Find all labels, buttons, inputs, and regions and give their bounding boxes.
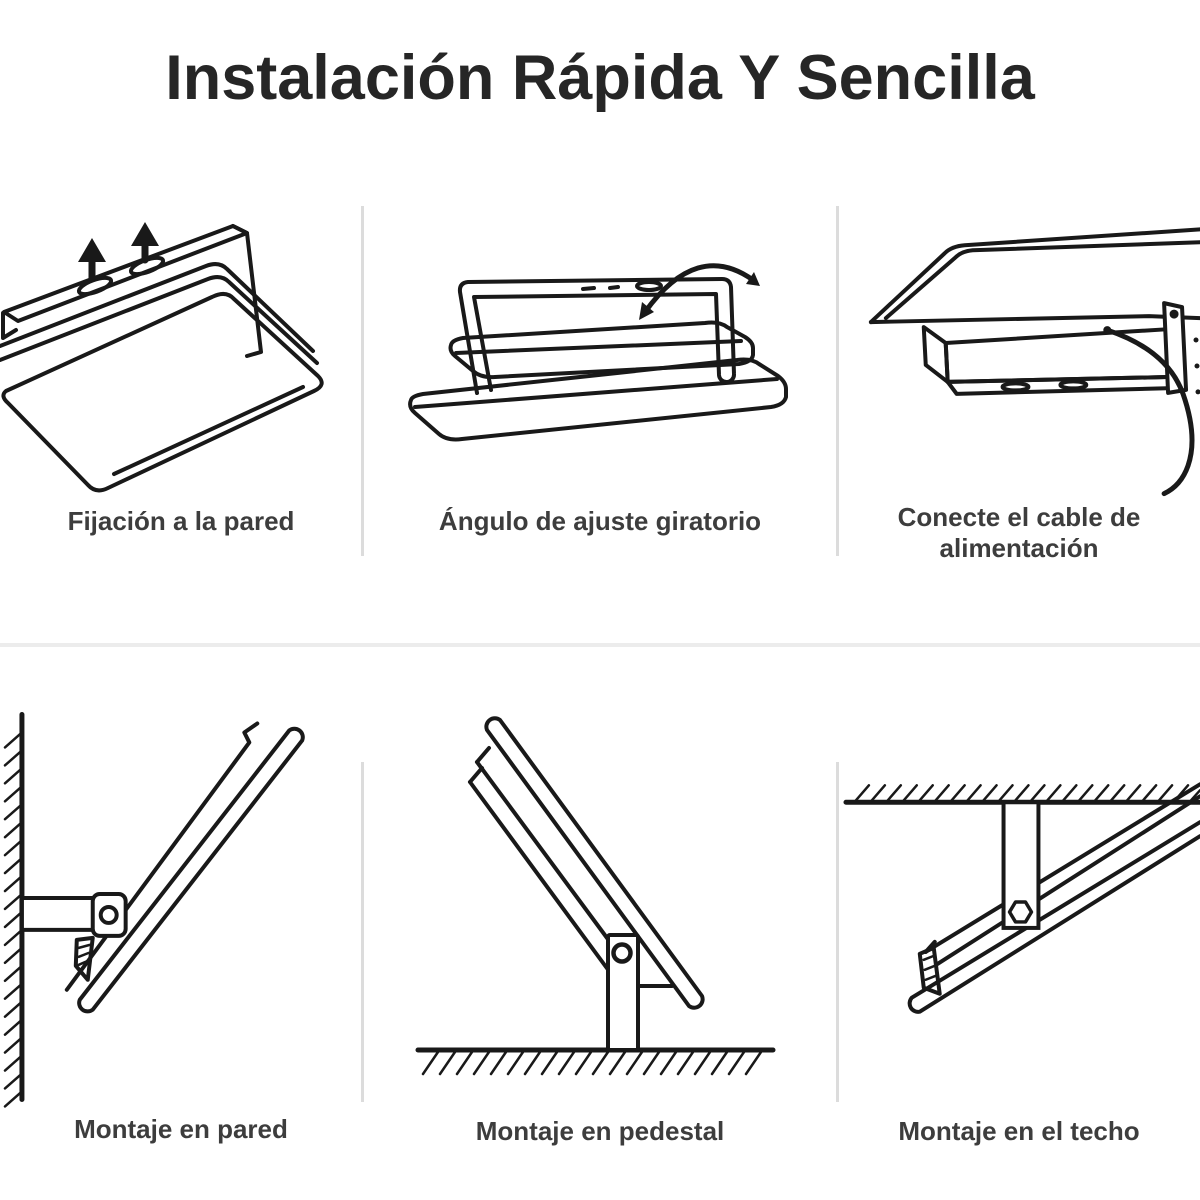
floodlight-body bbox=[484, 716, 705, 1010]
hex-bolt-icon bbox=[1007, 900, 1034, 924]
panel-caption: Montaje en pedestal bbox=[475, 1116, 725, 1146]
back-plate-outer bbox=[868, 227, 1200, 325]
pivot-bolt-icon bbox=[98, 904, 119, 925]
wall-hatching bbox=[3, 731, 24, 1108]
u-bracket bbox=[457, 277, 736, 395]
divider-top-left bbox=[361, 206, 364, 556]
wall-fixation-illustration bbox=[0, 222, 324, 493]
up-arrows-icon bbox=[78, 222, 159, 282]
driver-box-left-face bbox=[921, 325, 950, 384]
panel-montaje-pedestal: Montaje en pedestal bbox=[363, 690, 837, 1160]
panel-caption: Montaje en pared bbox=[74, 1114, 288, 1144]
bracket-bolt bbox=[1169, 309, 1179, 319]
base-slab-edge bbox=[413, 377, 779, 409]
mounting-bar-left-end bbox=[1, 311, 18, 340]
wall-mount-illustration bbox=[3, 712, 305, 1108]
pedestal-post bbox=[606, 933, 640, 1052]
floodlight-slab bbox=[448, 320, 755, 380]
pivot-bolt-icon bbox=[611, 942, 633, 964]
panel-caption: Fijación a la pared bbox=[67, 506, 295, 536]
panel-cable-alimentacion: Conecte el cable de alimentación bbox=[838, 200, 1200, 572]
screw-dot bbox=[1195, 389, 1200, 395]
rotation-arrow-icon bbox=[639, 263, 760, 320]
floodlight-face bbox=[1, 292, 324, 493]
power-cable-line bbox=[1104, 327, 1195, 497]
floodlight-body bbox=[907, 820, 1200, 1014]
floodlight-body bbox=[77, 726, 305, 1014]
frame-layer-line bbox=[0, 262, 315, 353]
screw-dot bbox=[1194, 363, 1200, 369]
panel-fijacion-pared: Fijación a la pared bbox=[0, 200, 362, 572]
floodlight-slab-edge bbox=[454, 339, 743, 355]
divider-bottom-left bbox=[361, 762, 364, 1102]
frame-step-lines bbox=[468, 746, 491, 784]
floodlight-face-inner-line bbox=[112, 385, 305, 476]
frame-layer-line bbox=[0, 275, 319, 365]
floodlight-back-edge bbox=[923, 782, 1200, 954]
floodlight-frame-edge bbox=[468, 780, 611, 973]
driver-box-front-face bbox=[943, 327, 1175, 384]
wall-bracket-arm bbox=[19, 896, 102, 932]
mount-tab bbox=[917, 945, 942, 996]
screw-dot bbox=[1193, 337, 1199, 343]
panel-caption: Montaje en el techo bbox=[898, 1116, 1140, 1146]
page-title: Instalación Rápida Y Sencilla bbox=[165, 43, 1035, 113]
divider-bottom-right bbox=[836, 762, 839, 1102]
swivel-angle-illustration bbox=[408, 263, 788, 442]
back-plate-inner bbox=[883, 240, 1200, 321]
vent-slot bbox=[1058, 379, 1089, 391]
back-plate-front-edge bbox=[868, 314, 1200, 325]
floodlight-back-edge bbox=[64, 721, 260, 992]
ceiling-mount-illustration bbox=[843, 782, 1200, 1014]
mount-tab-hatching bbox=[77, 943, 91, 967]
bracket-slot bbox=[635, 280, 663, 292]
divider-top-right bbox=[836, 206, 839, 556]
bracket-slot-marks bbox=[581, 285, 620, 291]
panel-angulo-ajuste: Ángulo de ajuste giratorio bbox=[363, 200, 837, 572]
mounting-bar bbox=[2, 224, 249, 323]
floodlight-back-edge bbox=[475, 760, 612, 944]
ceiling-hatching bbox=[854, 784, 1200, 802]
pedestal-mount-illustration bbox=[415, 716, 776, 1076]
panel-montaje-techo: Montaje en el techo bbox=[838, 690, 1200, 1160]
floodlight-frame-edge bbox=[935, 794, 1200, 966]
divider-horizontal bbox=[0, 643, 1200, 647]
panel-montaje-pared: Montaje en pared bbox=[0, 690, 362, 1160]
vent-slot bbox=[1000, 381, 1031, 393]
ground-hatching bbox=[421, 1050, 763, 1076]
power-cable-illustration bbox=[868, 227, 1200, 497]
mount-tab-hatching bbox=[922, 954, 937, 982]
panel-caption: Ángulo de ajuste giratorio bbox=[438, 506, 762, 536]
mount-tab bbox=[73, 935, 95, 982]
panel-caption: Conecte el cable de alimentación bbox=[897, 502, 1141, 564]
